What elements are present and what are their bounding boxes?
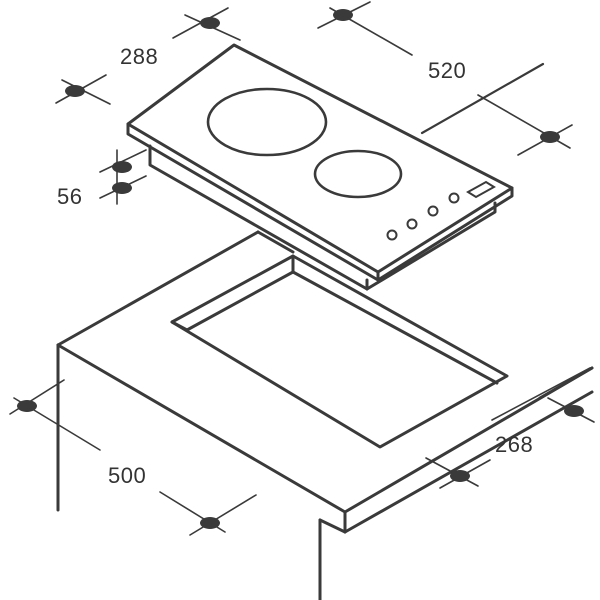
dimension-label-56: 56 — [57, 184, 83, 209]
display-window — [466, 180, 496, 199]
control-knob-4 — [448, 192, 460, 204]
dimension-268-marker-bottom — [450, 470, 470, 482]
dimension-500-marker-left — [17, 400, 37, 412]
dimension-268-line-top — [491, 367, 591, 421]
dimension-500-tick-left — [9, 379, 65, 415]
dimension-500-marker-right — [200, 517, 220, 529]
countertop-right-end — [538, 366, 594, 400]
dimension-268-line-bottom — [425, 457, 479, 487]
countertop-front-edge — [56, 343, 347, 514]
dimension-500-tick-right — [189, 494, 257, 536]
dimension-label-268: 268 — [495, 432, 534, 457]
dimension-288 — [55, 7, 241, 105]
countertop-right-lower-edge — [343, 390, 594, 534]
control-knob-1 — [386, 229, 398, 241]
cutout-inner-right-wall — [291, 270, 499, 385]
dimension-56-tick-top — [99, 149, 147, 173]
dimension-268 — [425, 367, 595, 489]
cutout — [170, 254, 509, 449]
dimension-288-tick-left-cross — [61, 79, 111, 105]
hob-body-right — [365, 201, 497, 291]
control-knob-3 — [427, 205, 439, 217]
dimension-56-marker-bottom — [112, 182, 132, 194]
dimension-label-288: 288 — [120, 44, 159, 69]
dimension-520-marker-bottom — [540, 131, 560, 143]
countertop — [56, 230, 594, 600]
hob-body-left — [148, 144, 369, 291]
dimension-288-marker-left — [65, 85, 85, 97]
small-burner — [313, 149, 403, 199]
control-panel — [386, 180, 496, 241]
dimension-56-marker-top — [112, 161, 132, 173]
large-burner — [206, 87, 328, 157]
dimension-label-520: 520 — [428, 58, 467, 83]
dimension-label-500: 500 — [108, 463, 147, 488]
dimension-500 — [9, 379, 257, 536]
cabinet-top-joint — [318, 518, 347, 534]
cutout-inner-left-wall — [170, 320, 189, 332]
cutout-outline — [170, 254, 509, 449]
dimension-268-marker-top — [564, 405, 584, 417]
control-knob-2 — [406, 218, 418, 230]
dimension-520-marker-top — [333, 9, 353, 21]
dimension-288-marker-right — [200, 17, 220, 29]
dimension-520 — [317, 1, 573, 156]
countertop-back-left-edge — [56, 230, 260, 347]
dimension-56 — [99, 149, 147, 205]
hob — [126, 43, 545, 291]
hob-body-back-line — [256, 230, 295, 254]
cutout-inner-back-wall — [185, 254, 295, 332]
